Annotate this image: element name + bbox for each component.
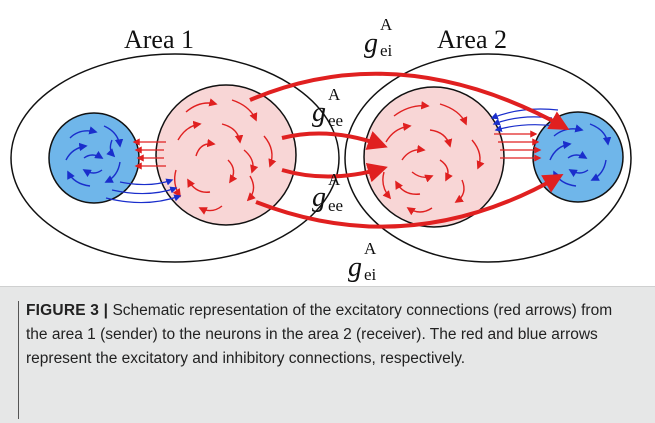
label-gei-bottom: g A ei	[348, 239, 377, 284]
connection-gee-upper	[281, 131, 388, 150]
area1-title: Area 1	[124, 25, 194, 54]
figure-caption: FIGURE 3 | Schematic representation of t…	[0, 286, 655, 423]
area1-local-inhibitory-arrows	[105, 178, 182, 204]
label-superscript: A	[328, 170, 341, 189]
area2-title: Area 2	[437, 25, 507, 54]
label-gei-top: g A ei	[364, 15, 393, 60]
area1-excitatory-population	[155, 84, 297, 226]
area2-excitatory-swirls	[382, 101, 485, 216]
label-superscript: A	[380, 15, 393, 34]
connection-gei-top	[249, 71, 570, 130]
long-range-connections	[249, 71, 570, 229]
label-superscript: A	[364, 239, 377, 258]
connection-gei-bottom	[255, 174, 564, 229]
label-symbol: g	[312, 97, 326, 128]
area1-inhibitory-swirls	[65, 125, 124, 187]
label-gee-lower: g A ee	[312, 170, 343, 215]
label-subscript: ei	[364, 265, 377, 284]
area1-local-excitatory-arrows	[132, 138, 166, 170]
area2-ellipse	[344, 53, 632, 263]
label-subscript: ee	[328, 111, 343, 130]
area2-local-excitatory-arrows	[494, 130, 542, 162]
label-subscript: ee	[328, 196, 343, 215]
area1-excitatory-swirls	[172, 98, 277, 215]
label-superscript: A	[328, 85, 341, 104]
label-gee-upper: g A ee	[312, 85, 343, 130]
area1-ellipse	[10, 53, 340, 263]
caption-rule	[18, 301, 19, 419]
label-symbol: g	[348, 252, 362, 283]
label-symbol: g	[364, 28, 378, 59]
diagram-figure: Area 1 Area 2	[10, 15, 632, 284]
label-symbol: g	[312, 182, 326, 213]
caption-label: FIGURE 3 |	[26, 302, 109, 319]
area-connection-diagram: Area 1 Area 2	[10, 15, 632, 284]
caption-body: Schematic representation of the excitato…	[26, 302, 613, 367]
label-subscript: ei	[380, 41, 393, 60]
area1-inhibitory-population	[48, 112, 140, 204]
connection-gee-lower	[281, 162, 388, 183]
area2-excitatory-population	[363, 86, 505, 228]
caption-text: FIGURE 3 | Schematic representation of t…	[26, 299, 636, 371]
